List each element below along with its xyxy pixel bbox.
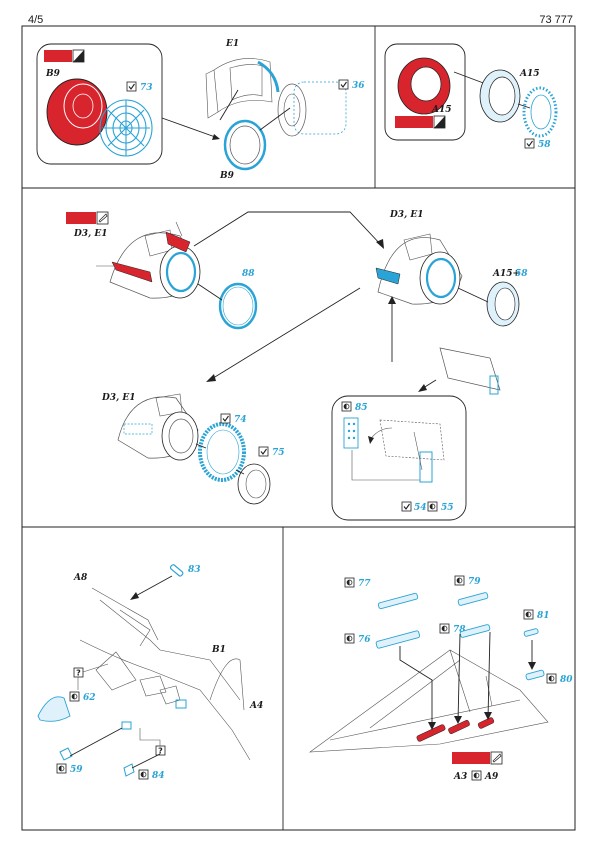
paint-swatch-icon <box>452 752 490 764</box>
pe-strip <box>457 592 489 606</box>
paint-swatch-icon <box>395 116 433 128</box>
check-box-icon <box>338 79 349 90</box>
pe-part-number: 79 <box>468 577 481 587</box>
bend-half-circle-icon <box>341 401 352 412</box>
pe-ring <box>522 86 558 138</box>
pe-part-number: 77 <box>358 579 371 589</box>
bend-half-circle-icon <box>523 609 534 620</box>
part-label: B1 <box>211 645 226 655</box>
pe-strip <box>459 624 491 638</box>
kit-number: 73 777 <box>539 14 573 26</box>
pe-part-number: 81 <box>537 611 550 621</box>
pe-part-number: 76 <box>358 635 371 645</box>
pe-strip <box>375 630 421 649</box>
pe-ring <box>218 282 258 330</box>
part-label: A3 <box>453 772 467 782</box>
leader-line <box>161 117 219 139</box>
part-label: A4 <box>249 701 263 711</box>
red-strip <box>416 724 446 742</box>
part-label: A8 <box>73 573 88 583</box>
panel-2: A15 A15 58 <box>384 43 558 150</box>
question-box-icon <box>155 745 166 756</box>
panel-4: A8 83 B1 A4 62 59 84 <box>37 564 263 781</box>
part-label: D3, E1 <box>101 393 135 403</box>
pe-part-number: 62 <box>83 693 96 703</box>
paint-swatch-icon <box>44 50 72 62</box>
paint-swatch-icon <box>66 212 96 224</box>
pe-strip <box>525 669 545 681</box>
fuselage <box>79 587 251 761</box>
ring-part <box>237 463 271 505</box>
bend-half-circle-icon <box>471 770 482 781</box>
ring-part <box>223 119 267 171</box>
sheet-frame <box>21 25 576 831</box>
part-label: D3, E1 <box>389 210 423 220</box>
bend-half-circle-icon <box>439 623 450 634</box>
pe-canopy <box>37 696 71 722</box>
pe-part-number: 85 <box>355 403 368 413</box>
pe-part-number: 73 <box>140 83 153 93</box>
pe-part-number: 54 <box>414 503 427 513</box>
pe-part-number: 83 <box>188 565 201 575</box>
panel-5: 77 76 79 78 81 80 <box>308 575 573 782</box>
half-paint-icon <box>433 115 446 129</box>
part-label: B9 <box>219 171 235 181</box>
page-number: 4/5 <box>28 14 44 26</box>
paint-brush-icon <box>490 751 503 765</box>
bend-half-circle-icon <box>56 763 67 774</box>
bend-half-circle-icon <box>69 691 80 702</box>
pe-part-number: 58 <box>515 269 528 279</box>
pe-strip <box>523 628 539 637</box>
small-part <box>439 347 501 395</box>
paint-brush-icon <box>96 211 109 225</box>
part-label: A15 <box>519 69 540 79</box>
engine-nacelle <box>96 221 201 299</box>
check-box-icon <box>220 413 231 424</box>
part-label: B9 <box>45 69 61 79</box>
bend-half-circle-icon <box>344 577 355 588</box>
pe-part-number: 58 <box>538 140 551 150</box>
pe-strip <box>169 564 184 577</box>
engine-nacelle <box>117 393 199 461</box>
bend-half-circle-icon <box>138 769 149 780</box>
red-strip <box>448 720 470 734</box>
engine-cylinder <box>277 81 347 137</box>
question-box-icon <box>73 667 84 678</box>
red-strip <box>477 717 495 729</box>
panel-1: B9 73 E1 <box>36 39 365 181</box>
engine-casing <box>205 58 273 119</box>
bend-half-circle-icon <box>427 501 438 512</box>
part-label: A15 <box>431 105 452 115</box>
panel-3: D3, E1 88 D3, E1 A15+ 58 <box>66 210 528 521</box>
inset-box <box>331 395 467 521</box>
pe-strip <box>377 592 419 610</box>
check-box-icon <box>126 81 137 92</box>
bend-half-circle-icon <box>344 633 355 644</box>
pe-ring <box>198 422 246 482</box>
bend-half-circle-icon <box>454 575 465 586</box>
bend-half-circle-icon <box>546 673 557 684</box>
part-label: A15+ <box>492 269 520 279</box>
part-label: D3, E1 <box>73 229 107 239</box>
pe-part-number: 80 <box>560 675 573 685</box>
red-disc <box>46 78 108 146</box>
pe-part-number: 36 <box>352 81 365 91</box>
check-box-icon <box>524 138 535 149</box>
pe-part-number: 78 <box>453 625 466 635</box>
blue-grille <box>99 99 153 157</box>
check-box-icon <box>258 446 269 457</box>
pe-part-number: 84 <box>152 771 165 781</box>
check-box-icon <box>401 501 412 512</box>
pe-part-number: 55 <box>441 503 454 513</box>
half-paint-icon <box>72 49 85 63</box>
pe-part-number: 88 <box>242 269 255 279</box>
part-label: A9 <box>484 772 499 782</box>
pe-part-number: 75 <box>272 448 285 458</box>
pe-part-number: 59 <box>70 765 83 775</box>
pe-plate <box>343 417 359 449</box>
engine-nacelle <box>375 233 463 305</box>
pe-part-number: 74 <box>234 415 247 425</box>
part-label: E1 <box>225 39 239 49</box>
